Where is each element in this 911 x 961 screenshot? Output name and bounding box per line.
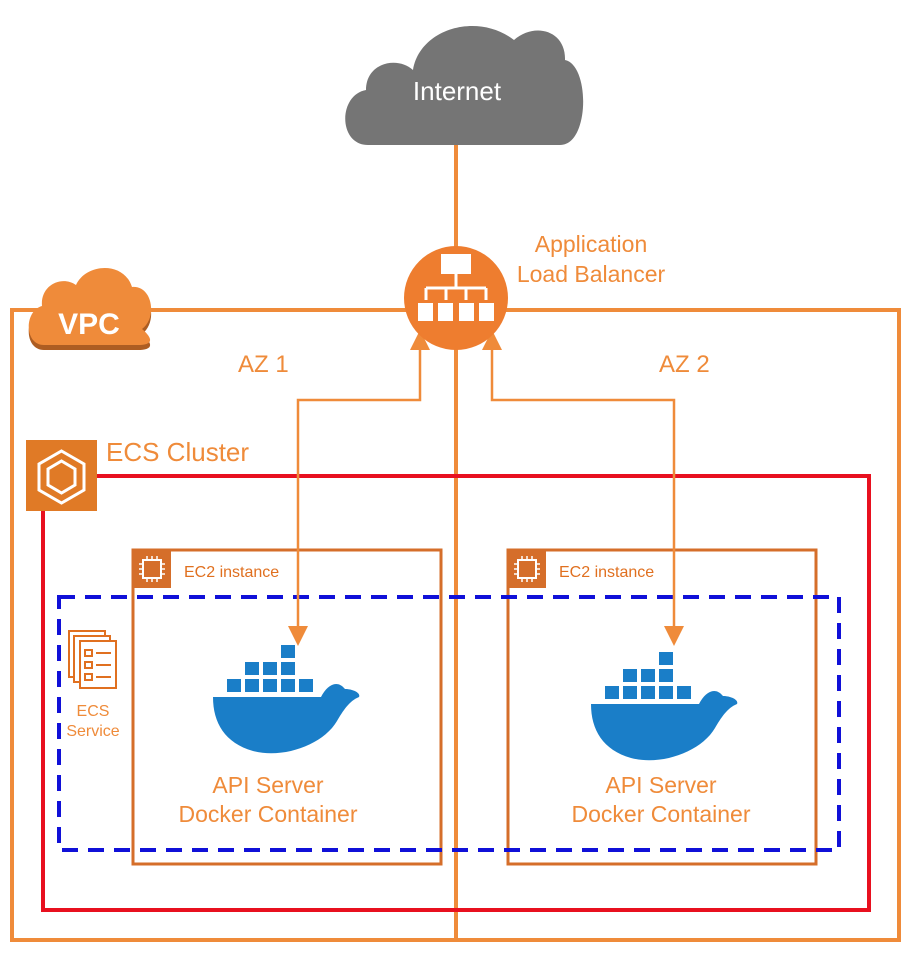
ec2-instance-label-1: EC2 instance [184, 564, 280, 581]
docker-icon [213, 645, 360, 754]
ec2-chip-icon [133, 550, 171, 588]
az-1-label: AZ 1 [238, 351, 289, 378]
container-label-2-line1: API Server [605, 772, 717, 798]
ecs-cluster-label: ECS Cluster [106, 437, 250, 467]
load-balancer-label-line2: Load Balancer [516, 261, 666, 287]
ecs-service-label: ECS Service [54, 702, 132, 742]
container-label-2-line2: Docker Container [571, 801, 751, 827]
ecs-service-label-line1: ECS [76, 703, 110, 720]
container-label-2: API Server Docker Container [536, 771, 786, 829]
ec2-instance-box-1 [131, 548, 443, 866]
ecs-service-label-line2: Service [66, 723, 120, 740]
internet-label: Internet [412, 76, 502, 106]
cloud-icon [345, 25, 584, 145]
docker-icon [591, 652, 738, 761]
container-label-1-line1: API Server [212, 772, 324, 798]
ecs-service-icon [68, 630, 117, 689]
alb-to-container-2-arrow [482, 330, 684, 646]
ecs-icon [26, 440, 97, 511]
ec2-instance-label-2: EC2 instance [559, 564, 655, 581]
ec2-chip-icon [508, 550, 546, 588]
load-balancer-icon [404, 246, 508, 350]
container-label-1: API Server Docker Container [143, 771, 393, 829]
load-balancer-label-line1: Application [534, 231, 648, 257]
az-2-label: AZ 2 [659, 351, 710, 378]
vpc-label: VPC [58, 308, 120, 341]
ecs-service-boundary [57, 595, 841, 852]
ecs-cluster-boundary [41, 474, 871, 912]
alb-to-container-1-arrow [288, 330, 430, 646]
vpc-cloud-icon: VPC [28, 268, 152, 350]
container-label-1-line2: Docker Container [178, 801, 358, 827]
load-balancer-label: Application Load Balancer [505, 229, 677, 289]
